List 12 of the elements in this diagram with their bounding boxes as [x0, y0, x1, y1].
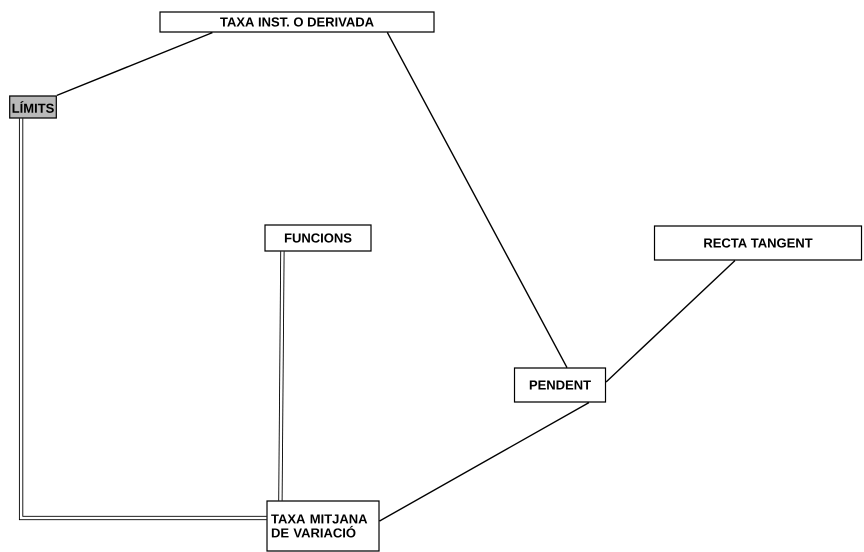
- concept-box: PENDENT: [514, 367, 606, 403]
- concept-box: TAXA MITJANA DE VARIACIÓ: [266, 500, 380, 552]
- connector-line: [18, 118, 266, 520]
- concept-box: TAXA INST. O DERIVADA: [159, 11, 435, 33]
- concept-box: RECTA TANGENT: [654, 225, 862, 261]
- connector-line: [606, 260, 736, 383]
- concept-box: FUNCIONS: [264, 224, 372, 252]
- connector-line: [278, 252, 285, 500]
- connector-line: [56, 32, 213, 96]
- connector-line: [379, 402, 590, 522]
- connector-line: [386, 32, 568, 368]
- highlighted-concept-box: LÍMITS: [9, 95, 57, 119]
